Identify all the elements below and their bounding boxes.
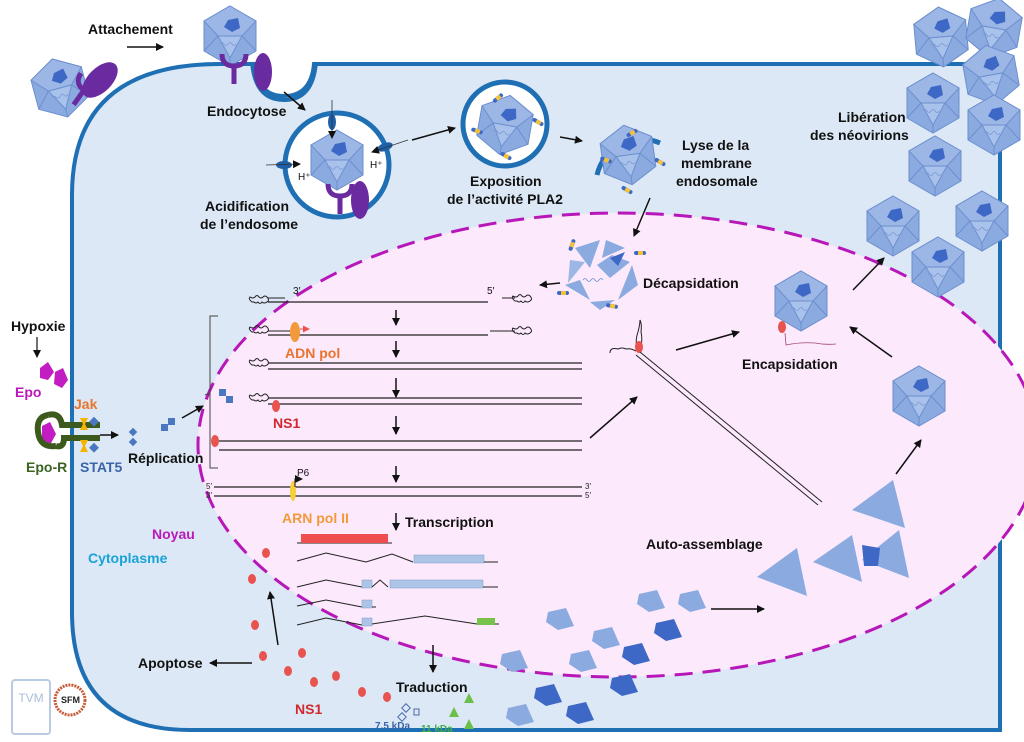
label-liberation-2: des néovirions — [810, 127, 909, 143]
label-adn-pol: ADN pol — [285, 345, 341, 361]
jak — [80, 418, 88, 430]
label-lyse-3: endosomale — [676, 173, 758, 189]
label-ns1-cytoplasm: NS1 — [295, 701, 323, 717]
label-3prime-top: 3′ — [293, 286, 301, 297]
ns1-bound — [272, 400, 280, 412]
label-epo: Epo — [15, 384, 42, 400]
label-arn-pol: ARN pol II — [282, 510, 349, 526]
epo-receptor — [34, 411, 100, 450]
transcripts — [296, 534, 499, 627]
label-ns1-nucleus: NS1 — [273, 415, 301, 431]
label-epo-r: Epo-R — [26, 459, 68, 475]
label-cytoplasme: Cytoplasme — [88, 550, 168, 566]
label-h-plus-1: H⁺ — [298, 172, 311, 183]
label-encapsidation: Encapsidation — [742, 356, 838, 372]
label-exposition-1: Exposition — [470, 173, 542, 189]
logo-sfm-text: SFM — [61, 695, 80, 705]
label-7-5-kda: 7,5 kDa — [375, 721, 411, 732]
label-transcription: Transcription — [405, 514, 494, 530]
nucleus — [196, 211, 1024, 679]
exon-vp2 — [389, 579, 484, 589]
label-3prime-right: 3′ — [585, 482, 591, 491]
genome-ssdna — [248, 294, 532, 304]
label-5prime-top: 5′ — [487, 286, 495, 297]
exon-ns1 — [301, 534, 388, 543]
label-lyse-1: Lyse de la — [682, 137, 750, 153]
label-replication: Réplication — [128, 450, 204, 466]
exon-vp1 — [413, 554, 485, 564]
label-3prime-left: 3′ — [206, 491, 212, 500]
tvm-logo — [11, 679, 51, 735]
label-traduction: Traduction — [396, 679, 468, 695]
label-acidification-2: de l’endosome — [200, 216, 299, 232]
logo-tvm-text: TVM — [18, 691, 44, 705]
receptor-attachment — [64, 62, 118, 112]
ns1-cytoplasm — [248, 548, 391, 702]
label-acidification-1: Acidification — [205, 198, 290, 214]
label-h-plus-2: H⁺ — [370, 160, 383, 171]
label-exposition-2: de l’activité PLA2 — [447, 191, 563, 207]
arrow-endocytose — [283, 91, 306, 111]
label-stat5: STAT5 — [80, 459, 123, 475]
label-5prime-left: 5′ — [206, 482, 212, 491]
exon-11kda — [477, 618, 495, 625]
label-apoptose: Apoptose — [138, 655, 203, 671]
label-decapsidation: Décapsidation — [643, 275, 739, 291]
small-proteins — [397, 693, 474, 729]
label-5prime-right: 5′ — [585, 491, 591, 500]
sfm-logo — [53, 683, 87, 717]
epo-molecules — [40, 362, 68, 445]
label-liberation-1: Libération — [838, 109, 906, 125]
label-auto-assemblage: Auto-assemblage — [646, 536, 763, 552]
label-hypoxie: Hypoxie — [11, 318, 66, 334]
replication-bracket — [204, 315, 218, 469]
broken-capsid — [557, 238, 646, 310]
capsid-trimers — [757, 480, 909, 596]
label-jak: Jak — [74, 396, 98, 412]
adn-pol-enzyme — [290, 322, 300, 342]
label-endocytose: Endocytose — [207, 103, 287, 119]
label-attachement: Attachement — [88, 21, 173, 37]
p6-promoter — [294, 475, 303, 487]
label-p6: P6 — [297, 468, 310, 479]
label-11-kda: 11 kDa — [421, 724, 453, 735]
ns1-genome-complex — [609, 319, 823, 506]
label-noyau: Noyau — [152, 526, 195, 542]
label-lyse-2: membrane — [681, 155, 752, 171]
